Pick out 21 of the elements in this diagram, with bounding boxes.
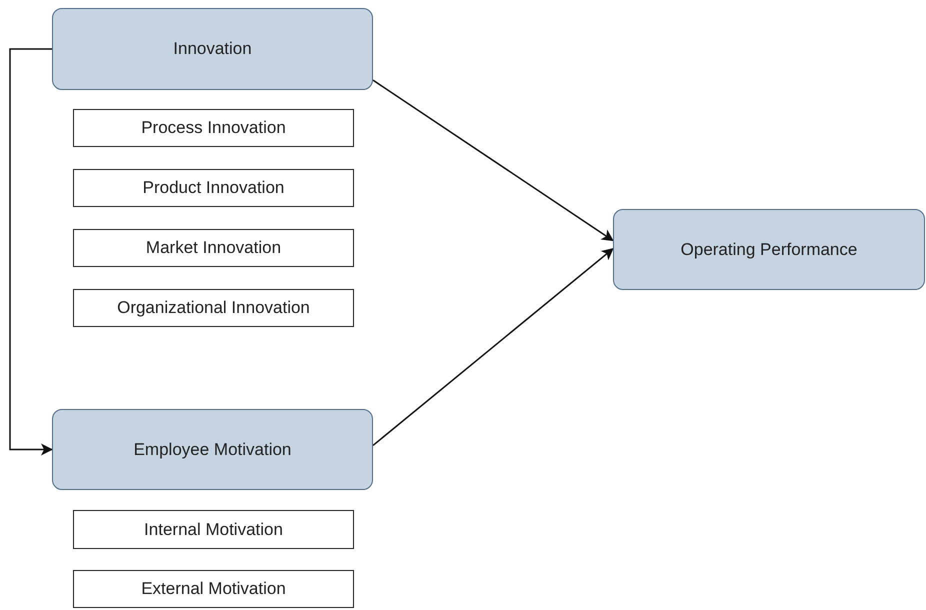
arrow — [372, 80, 614, 242]
dimension-box — [73, 169, 354, 207]
box-label: Employee Motivation — [134, 440, 292, 460]
box-label: Operating Performance — [680, 240, 858, 260]
dimension-box — [73, 510, 354, 549]
arrow — [372, 248, 614, 446]
box-label: Market Innovation — [146, 238, 282, 258]
dimension-box — [73, 289, 354, 327]
dimension-box — [73, 229, 354, 267]
box-label: Process Innovation — [141, 118, 286, 138]
arrow — [9, 48, 53, 456]
dimension-box — [73, 109, 354, 147]
box-label: Organizational Innovation — [117, 298, 310, 318]
dimension-box — [73, 570, 354, 608]
concept-box — [52, 409, 373, 490]
concept-box — [613, 209, 925, 290]
box-label: Product Innovation — [142, 178, 284, 198]
box-label: Innovation — [173, 39, 252, 59]
box-label: External Motivation — [141, 579, 286, 599]
concept-box — [52, 8, 373, 90]
box-label: Internal Motivation — [144, 520, 283, 540]
